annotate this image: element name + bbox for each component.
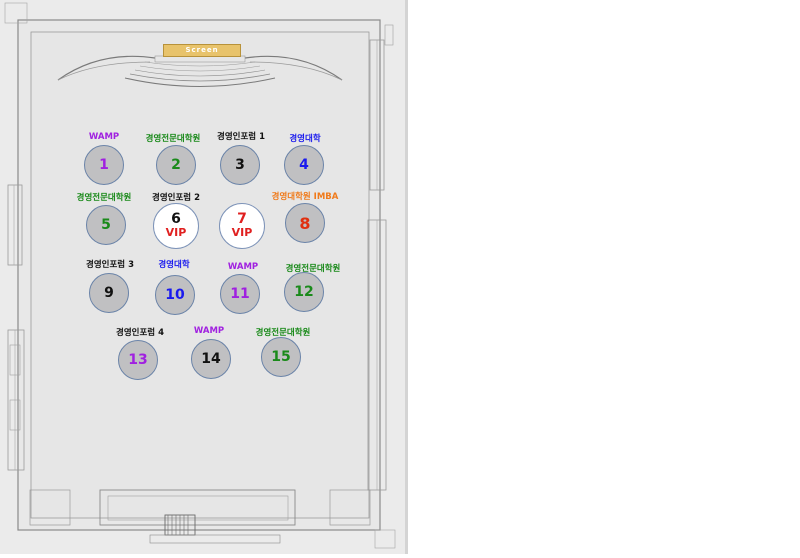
table-label-6: 경영인포럼 2 bbox=[152, 193, 200, 203]
floor-plan-walls bbox=[0, 0, 408, 554]
table-1: 1 bbox=[84, 145, 124, 185]
vip-tag-6: VIP bbox=[165, 226, 187, 239]
table-11: 11 bbox=[220, 274, 260, 314]
table-number-4: 4 bbox=[299, 157, 309, 173]
table-number-7: 7 bbox=[237, 211, 247, 227]
table-number-3: 3 bbox=[235, 157, 245, 173]
table-2: 2 bbox=[156, 145, 196, 185]
table-label-13: 경영인포럼 4 bbox=[116, 328, 164, 338]
table-13: 13 bbox=[118, 340, 158, 380]
table-label-5: 경영전문대학원 bbox=[76, 193, 132, 203]
table-3: 3 bbox=[220, 145, 260, 185]
table-number-6: 6 bbox=[171, 211, 181, 227]
floor-plan: Screen WAMP 경영전문대학원 경영인포럼 1 경영대학 경영전문대학원… bbox=[0, 0, 408, 554]
table-number-5: 5 bbox=[101, 217, 111, 233]
table-number-2: 2 bbox=[171, 157, 181, 173]
table-label-14: WAMP bbox=[193, 326, 225, 336]
table-10: 10 bbox=[155, 275, 195, 315]
table-label-8: 경영대학원 IMBA bbox=[271, 192, 339, 202]
vip-tag-7: VIP bbox=[231, 226, 253, 239]
table-4: 4 bbox=[284, 145, 324, 185]
table-label-12: 경영전문대학원 bbox=[285, 264, 341, 274]
table-number-14: 14 bbox=[201, 351, 221, 367]
table-label-3: 경영인포럼 1 bbox=[217, 132, 265, 142]
table-5: 5 bbox=[86, 205, 126, 245]
table-label-2: 경영전문대학원 bbox=[145, 134, 201, 144]
table-number-10: 10 bbox=[165, 287, 185, 303]
table-label-1: WAMP bbox=[88, 132, 120, 142]
table-label-11: WAMP bbox=[227, 262, 259, 272]
table-9: 9 bbox=[89, 273, 129, 313]
table-number-1: 1 bbox=[99, 157, 109, 173]
table-number-8: 8 bbox=[299, 213, 311, 233]
table-number-9: 9 bbox=[104, 285, 114, 301]
table-7-vip: 7 VIP bbox=[219, 203, 265, 249]
table-14: 14 bbox=[191, 339, 231, 379]
table-label-9: 경영인포럼 3 bbox=[86, 260, 134, 270]
table-number-15: 15 bbox=[271, 349, 291, 365]
table-label-15: 경영전문대학원 bbox=[255, 328, 311, 338]
table-8: 8 bbox=[285, 203, 325, 243]
table-number-13: 13 bbox=[128, 352, 148, 368]
screen-banner: Screen bbox=[163, 44, 241, 57]
table-12: 12 bbox=[284, 272, 324, 312]
table-label-10: 경영대학 bbox=[158, 260, 190, 270]
table-6-vip: 6 VIP bbox=[153, 203, 199, 249]
table-15: 15 bbox=[261, 337, 301, 377]
table-number-11: 11 bbox=[230, 286, 250, 302]
table-number-12: 12 bbox=[294, 284, 314, 300]
table-label-4: 경영대학 bbox=[289, 134, 321, 144]
